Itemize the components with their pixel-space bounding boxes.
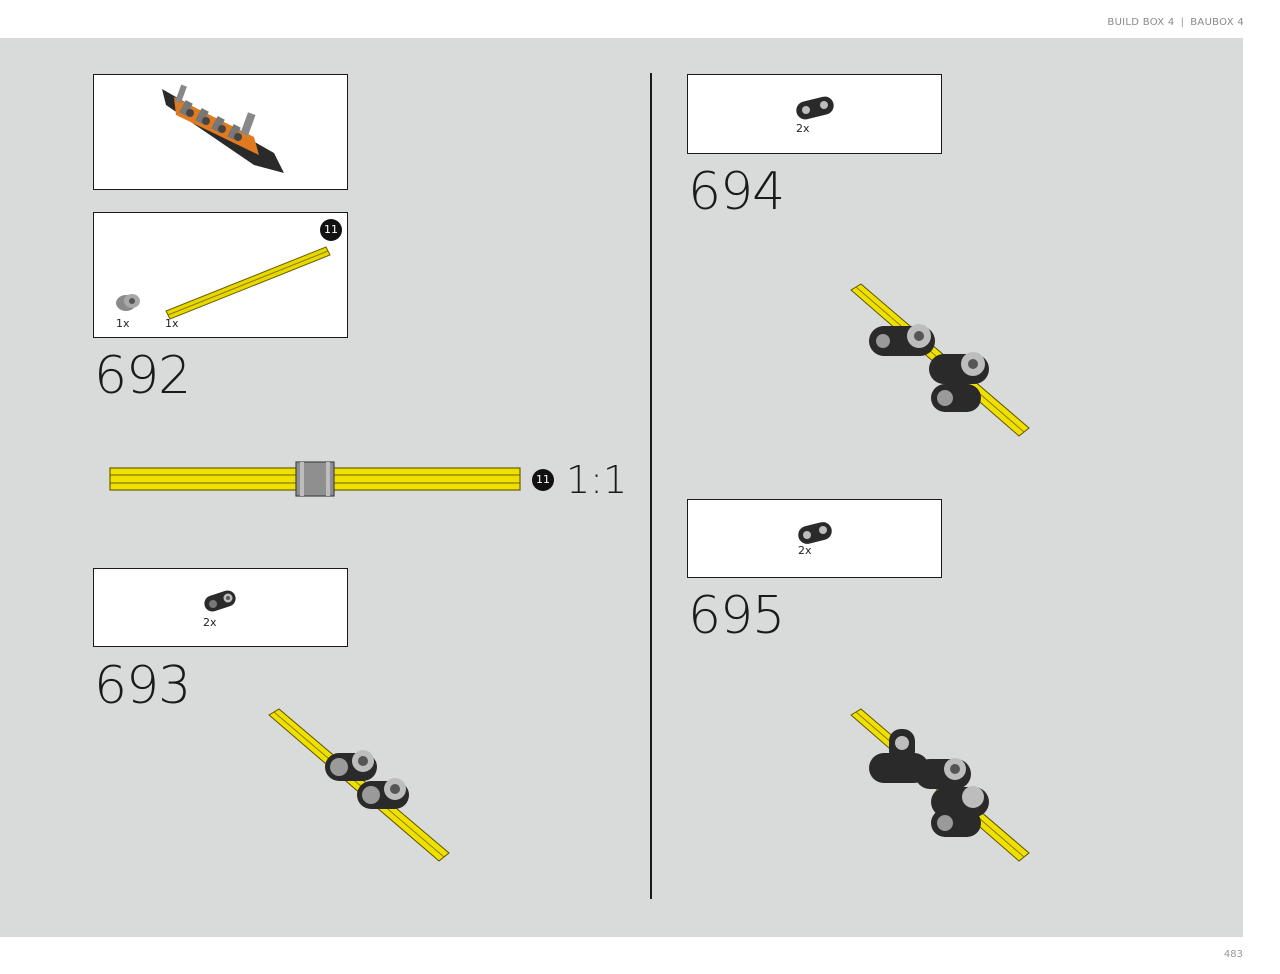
step-692-parts-box: 1x 1x 11 [93,212,348,338]
part-qty: 1x [165,317,179,330]
column-divider [650,73,652,899]
step-695-assembly-icon [850,708,1030,862]
black-beam-connector-icon [204,590,236,612]
step-number-693: 693 [94,656,191,716]
scale-label: 1:1 [566,458,628,502]
step-number-692: 692 [94,346,191,406]
part-qty: 2x [796,122,810,135]
scale-badge: 11 [532,469,554,491]
step-number-695: 695 [688,586,785,646]
header-build-box: BUILD BOX 4 [1107,17,1175,28]
step-695-parts-box: 2x [687,499,942,578]
step-693-assembly-icon [268,708,450,862]
axle-connector-icon [116,294,140,311]
part-qty: 1x [116,317,130,330]
header-separator: | [1180,17,1185,28]
step-694-parts-box: 2x [687,74,942,154]
part-qty: 2x [798,544,812,557]
page-number: 483 [1223,949,1243,960]
scale-axle-illustration [109,461,521,497]
step-694-assembly-icon [850,283,1030,437]
axle-length-badge: 11 [320,219,342,241]
part-qty: 2x [203,616,217,629]
step-number-694: 694 [688,162,785,222]
black-beam-2-icon [798,522,832,544]
step-693-parts-box: 2x [93,568,348,647]
black-beam-2-icon [796,96,834,120]
yellow-axle-11-icon [165,246,331,320]
submodel-preview-box [93,74,348,190]
page-header: BUILD BOX 4 | BAUBOX 4 [1107,17,1244,28]
submodel-assembly-icon [162,84,284,173]
header-baubox: BAUBOX 4 [1190,17,1244,28]
